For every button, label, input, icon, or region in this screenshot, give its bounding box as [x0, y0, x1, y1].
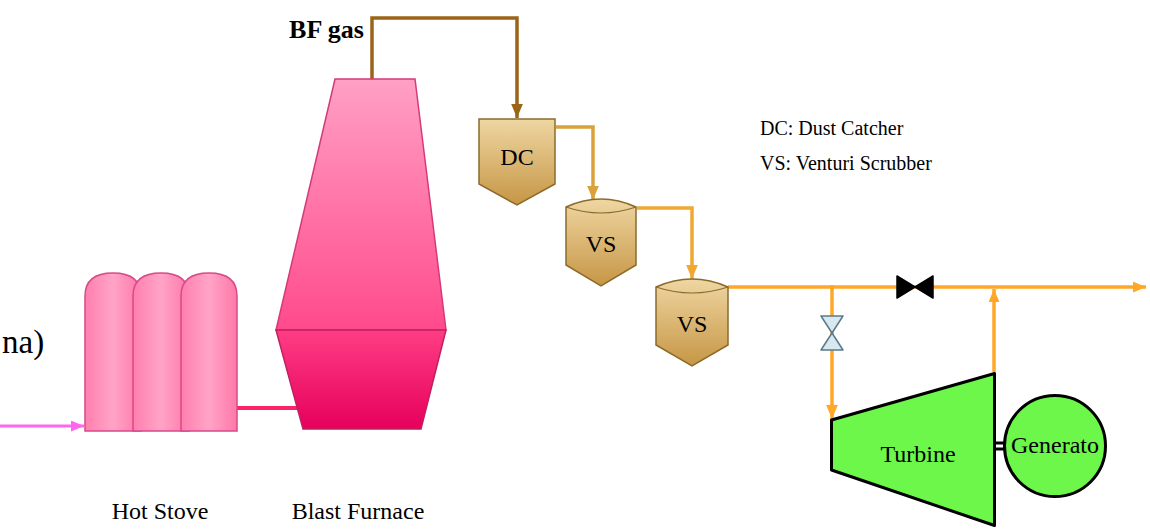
gas-stream-label: BF gas: [289, 15, 364, 45]
gas-main-line: [830, 285, 1146, 289]
cut-off-caption: na): [2, 324, 44, 362]
blast-furnace-label: Blast Furnace: [292, 498, 425, 526]
blast-furnace-outline: [275, 78, 447, 430]
generator: Generato: [1003, 394, 1107, 498]
dust-catcher-label: DC: [500, 144, 533, 172]
gas-pipe-arrow: [728, 287, 832, 419]
inlet-valve-symbol: [821, 316, 843, 350]
venturi-scrubber-label: VS: [677, 311, 708, 339]
abbreviation-note: VS: Venturi Scrubber: [760, 152, 932, 175]
hot-stove-outline: [85, 272, 237, 432]
blast-furnace: Blast Furnace: [275, 78, 447, 430]
abbreviation-note: DC: Dust Catcher: [760, 117, 903, 140]
dust-catcher: DC: [478, 118, 556, 206]
venturi-scrubber: VS: [565, 195, 637, 287]
hot-stove-label: Hot Stove: [112, 498, 209, 526]
bypass-valve-symbol: [897, 276, 933, 298]
venturi-scrubber-label: VS: [586, 231, 617, 259]
air-inlet-arrow: [0, 425, 84, 428]
turbine-label: Turbine: [880, 441, 955, 469]
turbine: Turbine: [830, 372, 996, 527]
generator-label: Generato: [1011, 432, 1099, 460]
turbine-exhaust-line: [992, 289, 996, 372]
gas-pipe-arrow: [637, 208, 692, 279]
venturi-scrubber: VS: [655, 275, 729, 367]
hot-stove: Hot Stove: [85, 272, 237, 432]
gas-pipe-arrow: [556, 127, 593, 200]
